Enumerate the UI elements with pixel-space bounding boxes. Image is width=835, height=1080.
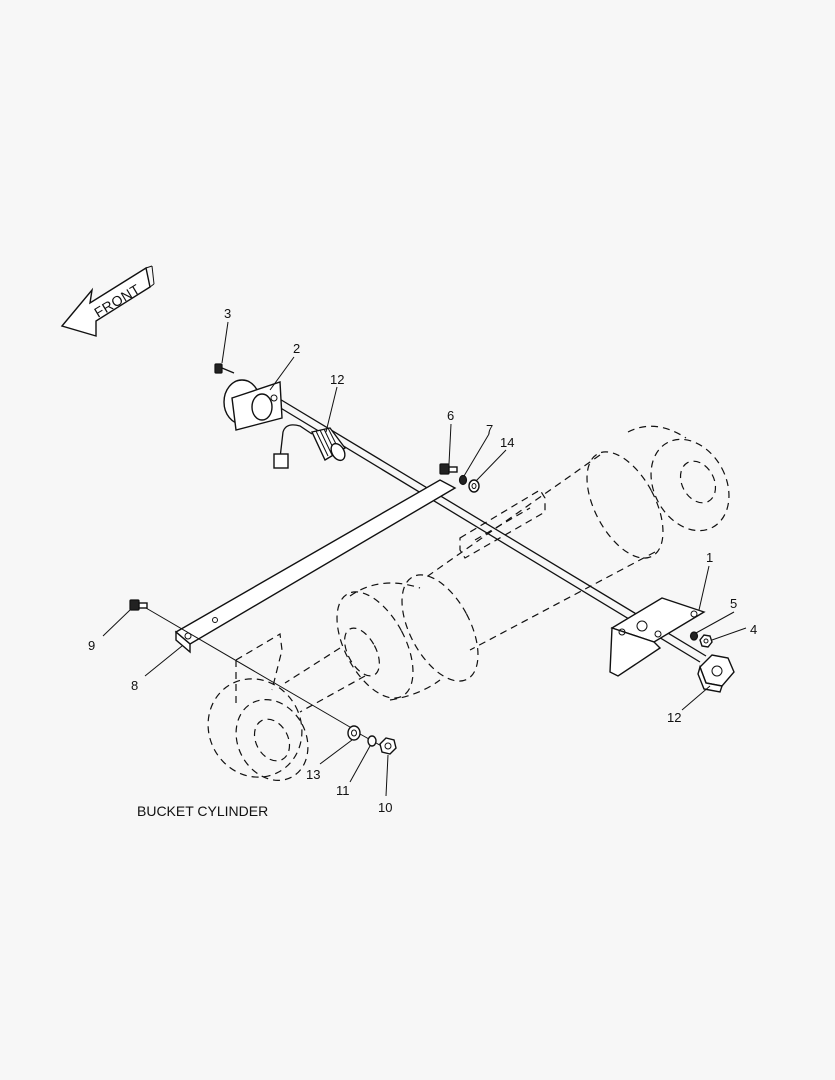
washer-part-13 (347, 725, 361, 741)
lock-washer-part-7 (458, 474, 468, 486)
long-bar-part-8 (174, 479, 457, 654)
front-arrow: FRONT (60, 265, 155, 337)
callout-6: 6 (447, 408, 454, 423)
bolt-part-9 (129, 599, 148, 611)
callout-11: 11 (336, 783, 350, 798)
callout-13: 13 (306, 767, 320, 782)
callout-7: 7 (486, 422, 493, 437)
proximity-switch-part-12 (273, 424, 347, 469)
callout-8: 8 (131, 678, 138, 693)
callout-2: 2 (293, 341, 300, 356)
callout-12-nut: 12 (667, 710, 681, 725)
callout-4: 4 (750, 622, 757, 637)
callout-10: 10 (378, 800, 392, 815)
nut-part-10 (379, 737, 397, 755)
switch-housing-part-2 (223, 379, 283, 431)
bucket-cylinder-phantom (207, 425, 730, 781)
callout-labels: 3 2 12 6 7 14 1 5 4 12 9 8 13 11 10 (88, 306, 757, 815)
bolt-part-6 (439, 463, 458, 475)
callout-3: 3 (224, 306, 231, 321)
lock-washer-part-5 (689, 631, 699, 641)
lock-washer-part-11 (367, 735, 377, 747)
screw-part-3 (214, 363, 235, 374)
washer-part-14 (468, 479, 480, 493)
callout-14: 14 (500, 435, 514, 450)
nut-part-4 (699, 634, 713, 648)
callout-9: 9 (88, 638, 95, 653)
large-hex-nut-part-12 (697, 654, 735, 693)
leader-lines (102, 321, 747, 797)
lower-hardware-line (145, 607, 386, 749)
mounting-bracket-part-1 (609, 597, 706, 677)
callout-1: 1 (706, 550, 713, 565)
diagram-caption: BUCKET CYLINDER (137, 803, 268, 819)
callout-12-switch: 12 (330, 372, 344, 387)
callout-5: 5 (730, 596, 737, 611)
